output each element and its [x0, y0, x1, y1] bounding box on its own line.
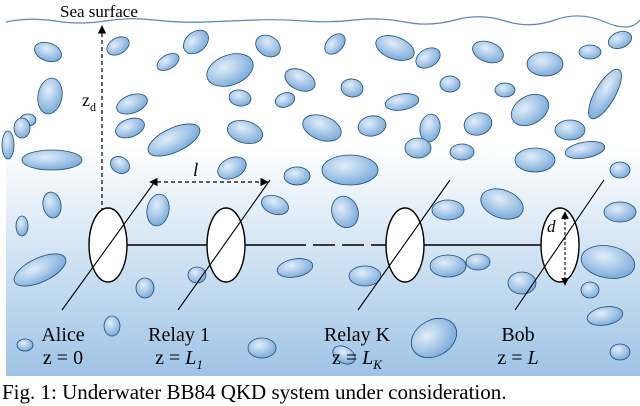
particle — [13, 117, 31, 139]
relay-1-pointer — [177, 179, 271, 311]
particle — [13, 253, 67, 287]
particle — [1, 130, 15, 160]
particle — [217, 156, 247, 180]
particle — [183, 29, 209, 55]
particle — [526, 51, 564, 77]
particle — [115, 117, 145, 139]
particle — [324, 33, 346, 55]
particle — [226, 119, 264, 145]
bob-position: z = L — [497, 347, 538, 369]
alice-label-group: Alice z = 0 — [41, 324, 84, 369]
sea-surface-line — [5, 15, 640, 28]
particle — [331, 195, 359, 229]
particle — [588, 68, 622, 120]
particle — [480, 188, 524, 220]
particle — [206, 53, 254, 87]
particle — [449, 143, 475, 161]
depth-label: zd — [82, 90, 96, 114]
particle — [357, 115, 387, 137]
particle — [321, 154, 379, 186]
particle — [507, 271, 537, 295]
particle — [21, 149, 83, 171]
alice-pointer — [61, 179, 157, 311]
figure-caption: Fig. 1: Underwater BB84 QKD system under… — [2, 380, 507, 404]
particle — [580, 281, 600, 299]
particle — [16, 338, 34, 352]
particle — [106, 36, 130, 56]
relay-1-aperture — [206, 207, 246, 283]
relay-k-pointer — [357, 179, 451, 311]
particle — [415, 47, 441, 69]
particle — [146, 193, 170, 227]
particle — [465, 253, 491, 271]
particle — [135, 277, 155, 299]
particle — [607, 31, 633, 49]
particle — [375, 35, 415, 61]
diameter-label: d — [547, 217, 556, 236]
particle — [103, 315, 121, 337]
particle — [332, 345, 356, 365]
particle — [514, 147, 556, 173]
particle-field — [1, 29, 637, 365]
particle — [15, 215, 29, 237]
particle — [228, 89, 252, 107]
particle — [302, 114, 342, 142]
particle — [340, 78, 364, 98]
particle — [348, 265, 382, 287]
particle — [37, 77, 63, 115]
particle — [609, 161, 631, 179]
sea-surface-label: Sea surface — [60, 2, 138, 21]
particle — [439, 75, 461, 93]
particle — [116, 93, 148, 115]
relay-k-terminal — [357, 179, 451, 311]
particle — [276, 258, 314, 278]
particle — [564, 140, 606, 160]
particle — [472, 40, 504, 64]
particle — [431, 199, 465, 221]
particle — [429, 254, 467, 278]
particle — [554, 119, 586, 141]
particle — [410, 317, 458, 359]
relay-1-terminal — [177, 179, 271, 311]
particle — [34, 41, 62, 63]
particle — [274, 92, 296, 108]
bob-terminal: d — [514, 179, 605, 311]
particle — [463, 112, 493, 136]
particle — [510, 93, 550, 127]
relay-k-label-group: Relay K z = LK — [324, 324, 391, 372]
relay-k-aperture — [385, 207, 425, 283]
relay-1-label-group: Relay 1 z = L1 — [148, 324, 210, 372]
particle — [147, 123, 201, 157]
relay-k-position: z = LK — [332, 347, 383, 372]
spacing-label: l — [193, 160, 198, 181]
particle — [283, 166, 311, 186]
relay-k-name: Relay K — [324, 324, 391, 346]
bob-pointer — [514, 179, 605, 311]
alice-aperture — [88, 207, 128, 283]
particle — [42, 191, 62, 219]
relay-1-name: Relay 1 — [148, 324, 210, 346]
particle — [404, 137, 432, 159]
alice-position: z = 0 — [43, 347, 83, 369]
bob-label-group: Bob z = L — [497, 324, 538, 369]
alice-terminal — [61, 179, 157, 311]
particle — [261, 194, 289, 216]
particle — [247, 337, 277, 359]
particle — [156, 53, 180, 71]
particle — [586, 306, 624, 326]
particle — [609, 343, 631, 361]
particle — [110, 156, 130, 174]
particle — [578, 44, 602, 60]
bob-name: Bob — [501, 324, 534, 346]
relay-1-position: z = L1 — [155, 347, 203, 372]
particle — [603, 201, 637, 223]
particle — [384, 93, 420, 111]
particle — [494, 82, 516, 98]
particle — [255, 34, 281, 58]
particle — [284, 68, 316, 92]
alice-name: Alice — [41, 324, 84, 346]
particle — [580, 245, 636, 279]
